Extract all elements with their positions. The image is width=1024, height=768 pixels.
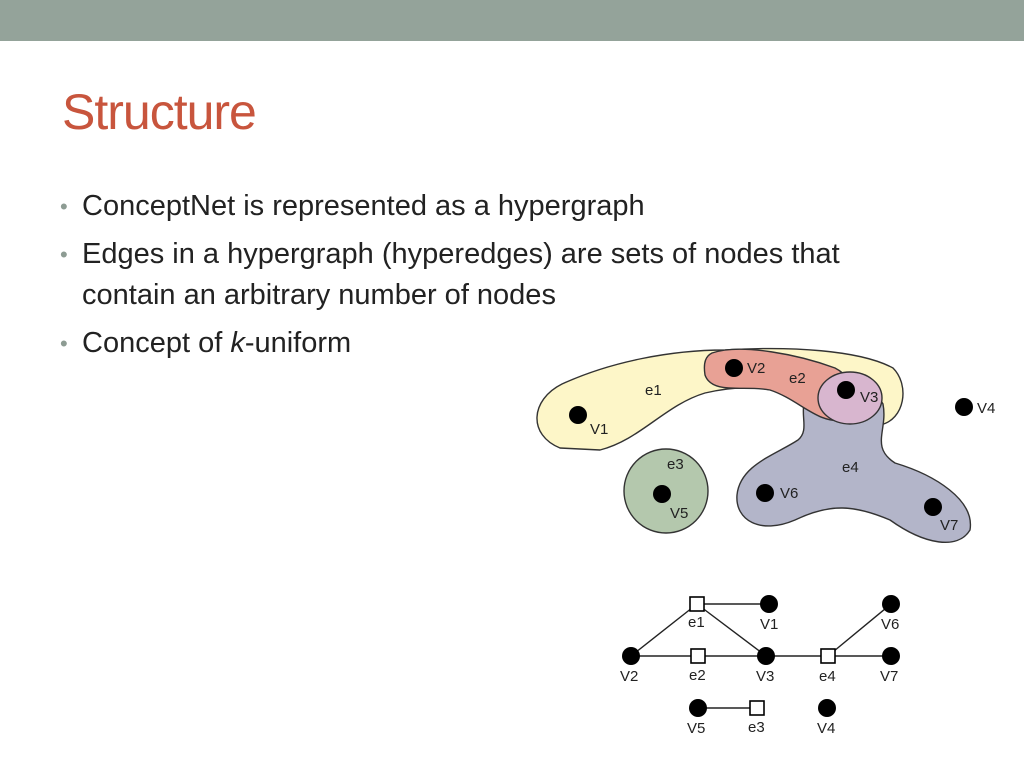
- bipartite-label-e1: e1: [688, 614, 705, 631]
- node-v5: [653, 485, 671, 503]
- bipartite-label-v6: V6: [881, 616, 899, 633]
- bipartite-node-v1: [760, 595, 778, 613]
- hyperedge-label-e3: e3: [667, 456, 684, 473]
- hyperedge-e4-region: [736, 379, 971, 544]
- bullet-item: • Edges in a hypergraph (hyperedges) are…: [58, 234, 938, 316]
- bipartite-label-e3: e3: [748, 719, 765, 736]
- slide-title: Structure: [62, 84, 257, 140]
- node-v3: [837, 381, 855, 399]
- bullet-item: • ConceptNet is represented as a hypergr…: [58, 186, 938, 227]
- bullet-text-pre: Concept of: [82, 327, 231, 359]
- link-e4-v6: [827, 603, 892, 657]
- node-label-v4: V4: [977, 400, 995, 417]
- bullet-dot-icon: •: [60, 194, 68, 219]
- node-v1: [569, 406, 587, 424]
- bipartite-edge-e4: [820, 648, 836, 664]
- bipartite-label-e4: e4: [819, 668, 836, 685]
- link-e1-v2: [630, 603, 698, 657]
- link-e1-v3: [696, 603, 767, 657]
- bipartite-node-v3: [757, 647, 775, 665]
- node-label-v7: V7: [940, 517, 958, 534]
- bipartite-label-v5: V5: [687, 720, 705, 737]
- bipartite-label-v7: V7: [880, 668, 898, 685]
- bipartite-node-v4: [818, 699, 836, 717]
- node-label-v3: V3: [860, 389, 878, 406]
- node-label-v5: V5: [670, 505, 688, 522]
- bipartite-node-v2: [622, 647, 640, 665]
- bipartite-label-e2: e2: [689, 667, 706, 684]
- hyperedge-e2-e4-overlap: [817, 371, 883, 425]
- bipartite-node-v5: [689, 699, 707, 717]
- top-accent-bar: [0, 0, 1024, 41]
- bullet-dot-icon: •: [60, 331, 68, 356]
- bipartite-edge-e3: [749, 700, 765, 716]
- bipartite-node-v7: [882, 647, 900, 665]
- hyperedge-e3-region: [623, 448, 709, 534]
- node-label-v1: V1: [590, 421, 608, 438]
- bullet-item: • Concept of k-uniform: [58, 323, 938, 364]
- bullet-dot-icon: •: [60, 242, 68, 267]
- bullet-text-post: -uniform: [244, 327, 352, 359]
- node-label-v6: V6: [780, 485, 798, 502]
- node-v7: [924, 498, 942, 516]
- bullet-text-italic: k: [230, 327, 245, 359]
- bullet-text: ConceptNet is represented as a hypergrap…: [82, 190, 645, 222]
- bullet-text: Edges in a hypergraph (hyperedges) are s…: [82, 238, 840, 311]
- bipartite-label-v2: V2: [620, 668, 638, 685]
- bipartite-edge-e1: [689, 596, 705, 612]
- bipartite-edge-e2: [690, 648, 706, 664]
- bipartite-label-v3: V3: [756, 668, 774, 685]
- bipartite-links: [630, 603, 892, 709]
- hyperedge-label-e2: e2: [789, 370, 806, 387]
- hyperedge-label-e1: e1: [645, 382, 662, 399]
- bipartite-node-v6: [882, 595, 900, 613]
- bullet-list: • ConceptNet is represented as a hypergr…: [58, 186, 938, 371]
- node-v4: [955, 398, 973, 416]
- hyperedge-label-e4: e4: [842, 459, 859, 476]
- bipartite-label-v4: V4: [817, 720, 835, 737]
- node-v6: [756, 484, 774, 502]
- bipartite-label-v1: V1: [760, 616, 778, 633]
